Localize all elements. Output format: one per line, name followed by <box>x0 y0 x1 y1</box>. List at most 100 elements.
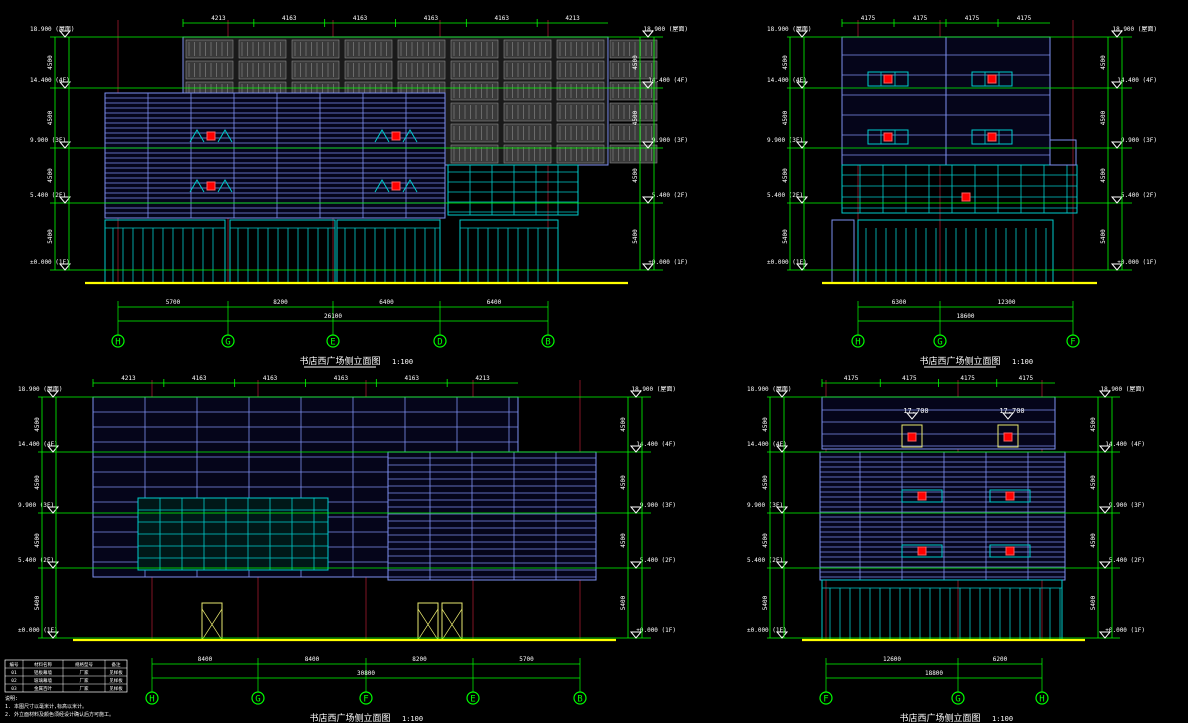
dimension-text: 4500 <box>762 417 769 432</box>
level-marker <box>905 412 919 420</box>
red-window <box>206 131 216 141</box>
red-window <box>1005 491 1015 501</box>
red-window <box>917 546 927 556</box>
level-label: ±0.000 (1F) <box>767 259 807 266</box>
dimension-text: 4500 <box>47 110 54 125</box>
legend-cell: 见样板 <box>109 685 123 692</box>
level-label: 9.900 (3F) <box>767 137 803 144</box>
louver-panel <box>450 60 499 80</box>
level-marker <box>58 196 72 204</box>
window-frame <box>867 129 909 145</box>
level-marker <box>1098 631 1112 639</box>
top-dimension: 4175 <box>960 375 975 382</box>
red-window <box>987 132 997 142</box>
grid-bubble <box>251 691 265 705</box>
glazing-block <box>841 164 1078 214</box>
window-frame <box>971 71 1013 87</box>
dimension-text: 4500 <box>762 533 769 548</box>
louver-panel <box>503 81 552 101</box>
louver-panel <box>450 123 499 143</box>
level-marker <box>1110 141 1124 149</box>
top-dimension: 4163 <box>495 15 510 22</box>
level-label: 5.400 (2F) <box>1109 557 1145 564</box>
dimension-text: 5400 <box>47 229 54 244</box>
grid-bubble <box>111 334 125 348</box>
level-marker <box>1001 412 1015 420</box>
dimension-text: 5400 <box>620 595 627 610</box>
grid-label: G <box>955 695 960 705</box>
level-marker <box>641 141 655 149</box>
door-swing <box>417 608 439 641</box>
span-dimension: 6200 <box>993 656 1008 663</box>
louver-panel <box>609 60 658 80</box>
glazing-block <box>447 164 579 216</box>
louver-panel <box>291 39 340 59</box>
grid-label: E <box>330 338 335 348</box>
level-marker <box>775 631 789 639</box>
view-scale: 1:100 <box>992 715 1013 723</box>
louver-panel <box>503 144 552 164</box>
note-line: 2. 外立面材料及颜色须经设计确认后方可施工。 <box>5 711 114 718</box>
louver-panel <box>397 39 446 59</box>
louver-panel <box>609 39 658 59</box>
door-swing <box>441 608 463 641</box>
level-marker <box>46 445 60 453</box>
level-label: ±0.000 (1F) <box>1105 627 1145 634</box>
dimension-text: 4500 <box>632 168 639 183</box>
level-label: 14.400 (4F) <box>747 441 787 448</box>
span-dimension: 5700 <box>519 656 534 663</box>
red-window <box>391 181 401 191</box>
level-label: 18.900 (屋面) <box>1100 386 1145 393</box>
red-window <box>1003 432 1013 442</box>
grid-label: H <box>149 695 154 705</box>
dimension-text: 4500 <box>47 55 54 70</box>
level-marker <box>641 263 655 271</box>
span-dimension: 6400 <box>487 299 502 306</box>
level-marker <box>629 506 643 514</box>
level-label: 18.900 (屋面) <box>631 386 676 393</box>
louver-panel <box>556 60 605 80</box>
top-dimension: 4163 <box>263 375 278 382</box>
top-dimension: 4175 <box>861 15 876 22</box>
level-marker <box>641 196 655 204</box>
elevation-view-3: 18.900 (屋面)18.900 (屋面)14.400 (4F)14.400 … <box>18 375 676 723</box>
top-dimension: 4163 <box>192 375 207 382</box>
grid-bubble <box>433 334 447 348</box>
grid-label: E <box>470 695 475 705</box>
level-label: ±0.000 (1F) <box>30 259 70 266</box>
level-label: 18.900 (屋面) <box>747 386 792 393</box>
level-label: 18.900 (屋面) <box>18 386 63 393</box>
level-label: ±0.000 (1F) <box>1117 259 1157 266</box>
legend-cell: 厂家 <box>80 685 89 692</box>
view-scale: 1:100 <box>402 715 423 723</box>
level-marker <box>1110 81 1124 89</box>
grid-label: F <box>823 695 828 705</box>
level-marker <box>775 561 789 569</box>
level-marker <box>795 263 809 271</box>
level-label: ±0.000 (1F) <box>747 627 787 634</box>
legend-cell: 见样板 <box>109 669 123 676</box>
level-label: 9.900 (3F) <box>18 502 54 509</box>
level-label: 9.900 (3F) <box>747 502 783 509</box>
level-label: 5.400 (2F) <box>652 192 688 199</box>
legend-cell: 铝板幕墙 <box>34 669 52 676</box>
top-dimension: 4175 <box>902 375 917 382</box>
level-marker <box>629 445 643 453</box>
louver-panel <box>344 60 393 80</box>
red-window <box>391 131 401 141</box>
dimension-text: 4500 <box>620 533 627 548</box>
louver-panel <box>503 39 552 59</box>
dimension-text: 4500 <box>620 475 627 490</box>
legend-cell: 玻璃幕墙 <box>34 677 52 684</box>
dimension-text: 4500 <box>34 475 41 490</box>
level-label: 18.900 (屋面) <box>1112 26 1157 33</box>
dimension-text: 4500 <box>1100 168 1107 183</box>
level-marker <box>46 390 60 398</box>
level-label: 5.400 (2F) <box>767 192 803 199</box>
level-marker <box>58 30 72 38</box>
legend-header: 编号 <box>10 661 19 668</box>
span-dimension: 8400 <box>198 656 213 663</box>
dimension-text: 5400 <box>1100 229 1107 244</box>
